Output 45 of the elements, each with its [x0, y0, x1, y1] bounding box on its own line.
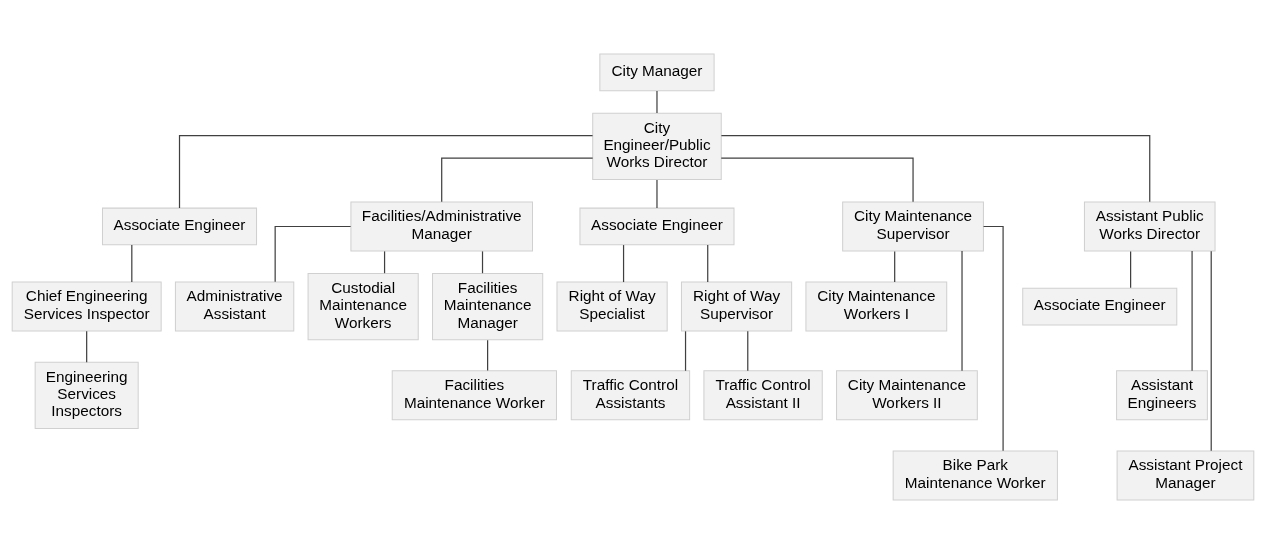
node-box: City Maintenance Workers II [836, 369, 978, 420]
connector [894, 250, 896, 283]
node-box: City Engineer/Public Works Director [592, 112, 722, 180]
node-box: Right of Way Supervisor [680, 281, 793, 332]
connector [1191, 249, 1193, 371]
node-box: Engineering Services Inspectors [34, 361, 139, 429]
connector [982, 225, 1004, 451]
node-box: Facilities/Administrative Manager [350, 201, 533, 251]
connector [747, 330, 749, 371]
connector [487, 339, 489, 371]
connector [481, 250, 484, 274]
node-box: Facilities Maintenance Worker [391, 369, 557, 420]
node-box: City Manager [599, 53, 715, 91]
node-box: Chief Engineering Services Inspector [11, 281, 162, 332]
connector [383, 250, 386, 274]
node-box: Traffic Control Assistants [570, 369, 691, 420]
connector [1210, 250, 1212, 451]
node-box: Custodial Maintenance Workers [307, 272, 419, 340]
connector [131, 243, 133, 283]
connector [656, 178, 658, 209]
connector [707, 243, 709, 283]
node-box: Associate Engineer [1022, 287, 1178, 325]
node-box: City Maintenance Supervisor [842, 201, 984, 251]
node-box: Assistant Engineers [1116, 369, 1208, 420]
connector [622, 243, 625, 283]
node-box: Right of Way Specialist [556, 281, 668, 332]
node-box: Assistant Project Manager [1116, 449, 1255, 500]
node-box: Associate Engineer [101, 207, 258, 245]
connector [441, 157, 594, 202]
node-box: Assistant Public Works Director [1083, 201, 1216, 251]
connector [961, 249, 963, 371]
connector [86, 330, 88, 363]
node-box: Associate Engineer [579, 207, 735, 245]
node-box: Facilities Maintenance Manager [432, 272, 544, 340]
connector [656, 90, 658, 114]
node-box: City Maintenance Workers I [805, 281, 948, 332]
connector [720, 157, 914, 202]
node-box: Traffic Control Assistant II [703, 369, 823, 420]
connector [274, 225, 352, 282]
connector [684, 330, 687, 371]
node-box: Administrative Assistant [174, 281, 295, 332]
connector [720, 134, 1151, 202]
connector [178, 134, 594, 209]
node-box: Bike Park Maintenance Worker [892, 449, 1058, 500]
connector [1130, 250, 1132, 288]
